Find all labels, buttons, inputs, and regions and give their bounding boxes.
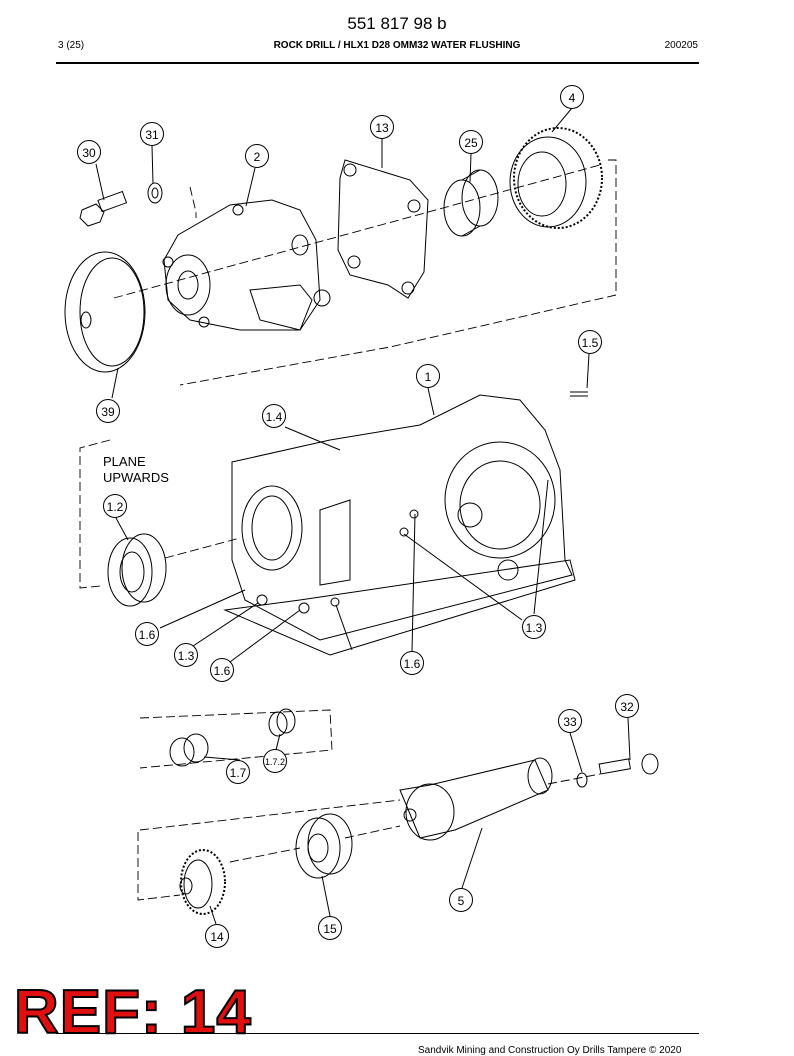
doc-number: 551 817 98 b xyxy=(347,14,447,33)
callout-25: 25 xyxy=(459,130,483,154)
gear-4 xyxy=(509,127,603,229)
bearing-25 xyxy=(443,169,499,237)
footer-copyright: Sandvik Mining and Construction Oy Drill… xyxy=(418,1045,682,1056)
callout-4: 4 xyxy=(560,85,584,109)
callout-30: 30 xyxy=(77,140,101,164)
cover-39 xyxy=(64,251,146,373)
callout-15: 15 xyxy=(318,916,342,940)
callout-13: 13 xyxy=(370,115,394,139)
gasket-13 xyxy=(337,159,429,299)
washer-33 xyxy=(576,772,588,788)
callout-1-3-right: 1.3 xyxy=(522,615,546,639)
callout-1-6-left: 1.6 xyxy=(135,622,159,646)
callout-39: 39 xyxy=(96,399,120,423)
callout-1-4: 1.4 xyxy=(262,404,286,428)
gear-14 xyxy=(179,849,226,915)
bolt-32 xyxy=(547,753,659,785)
bottom-rule xyxy=(56,1033,699,1034)
callout-1-7-2: 1.7.2 xyxy=(263,749,287,773)
bottom-group-outline xyxy=(137,799,401,901)
callout-1-3-left: 1.3 xyxy=(174,643,198,667)
spacer-15 xyxy=(295,813,353,879)
callout-1-6-center: 1.6 xyxy=(400,651,424,675)
reference-stamp: REF: 14 xyxy=(13,978,252,1047)
callout-1-5: 1.5 xyxy=(578,330,602,354)
page-number: 3 (25) xyxy=(58,40,85,51)
motor-housing-2 xyxy=(162,199,331,331)
plane-upwards-note: PLANE UPWARDS xyxy=(103,454,169,486)
top-group-outline xyxy=(113,159,617,386)
callout-33: 33 xyxy=(558,709,582,733)
bolt-30 xyxy=(79,190,128,227)
seal-1-2 xyxy=(107,533,167,607)
callout-32: 32 xyxy=(615,694,639,718)
callout-1-6-bottom: 1.6 xyxy=(210,658,234,682)
washer-31 xyxy=(147,182,163,204)
callout-5: 5 xyxy=(449,888,473,912)
pin-1-5 xyxy=(570,391,588,397)
plane-bracket xyxy=(79,439,241,589)
callout-1: 1 xyxy=(416,364,440,388)
main-housing-1 xyxy=(223,394,576,656)
document-title: ROCK DRILL / HLX1 D28 OMM32 WATER FLUSHI… xyxy=(273,40,521,51)
header-rule xyxy=(56,62,699,64)
leader-lines xyxy=(95,107,631,925)
plane-note-text: PLANE UPWARDS xyxy=(103,454,169,485)
callout-31: 31 xyxy=(140,122,164,146)
callout-1-7: 1.7 xyxy=(226,760,250,784)
document-date: 200205 xyxy=(664,40,698,51)
plug-group-1-7 xyxy=(139,708,333,769)
motor-5 xyxy=(399,757,553,841)
callout-14: 14 xyxy=(205,924,229,948)
callout-1-2: 1.2 xyxy=(103,494,127,518)
callout-2: 2 xyxy=(245,144,269,168)
